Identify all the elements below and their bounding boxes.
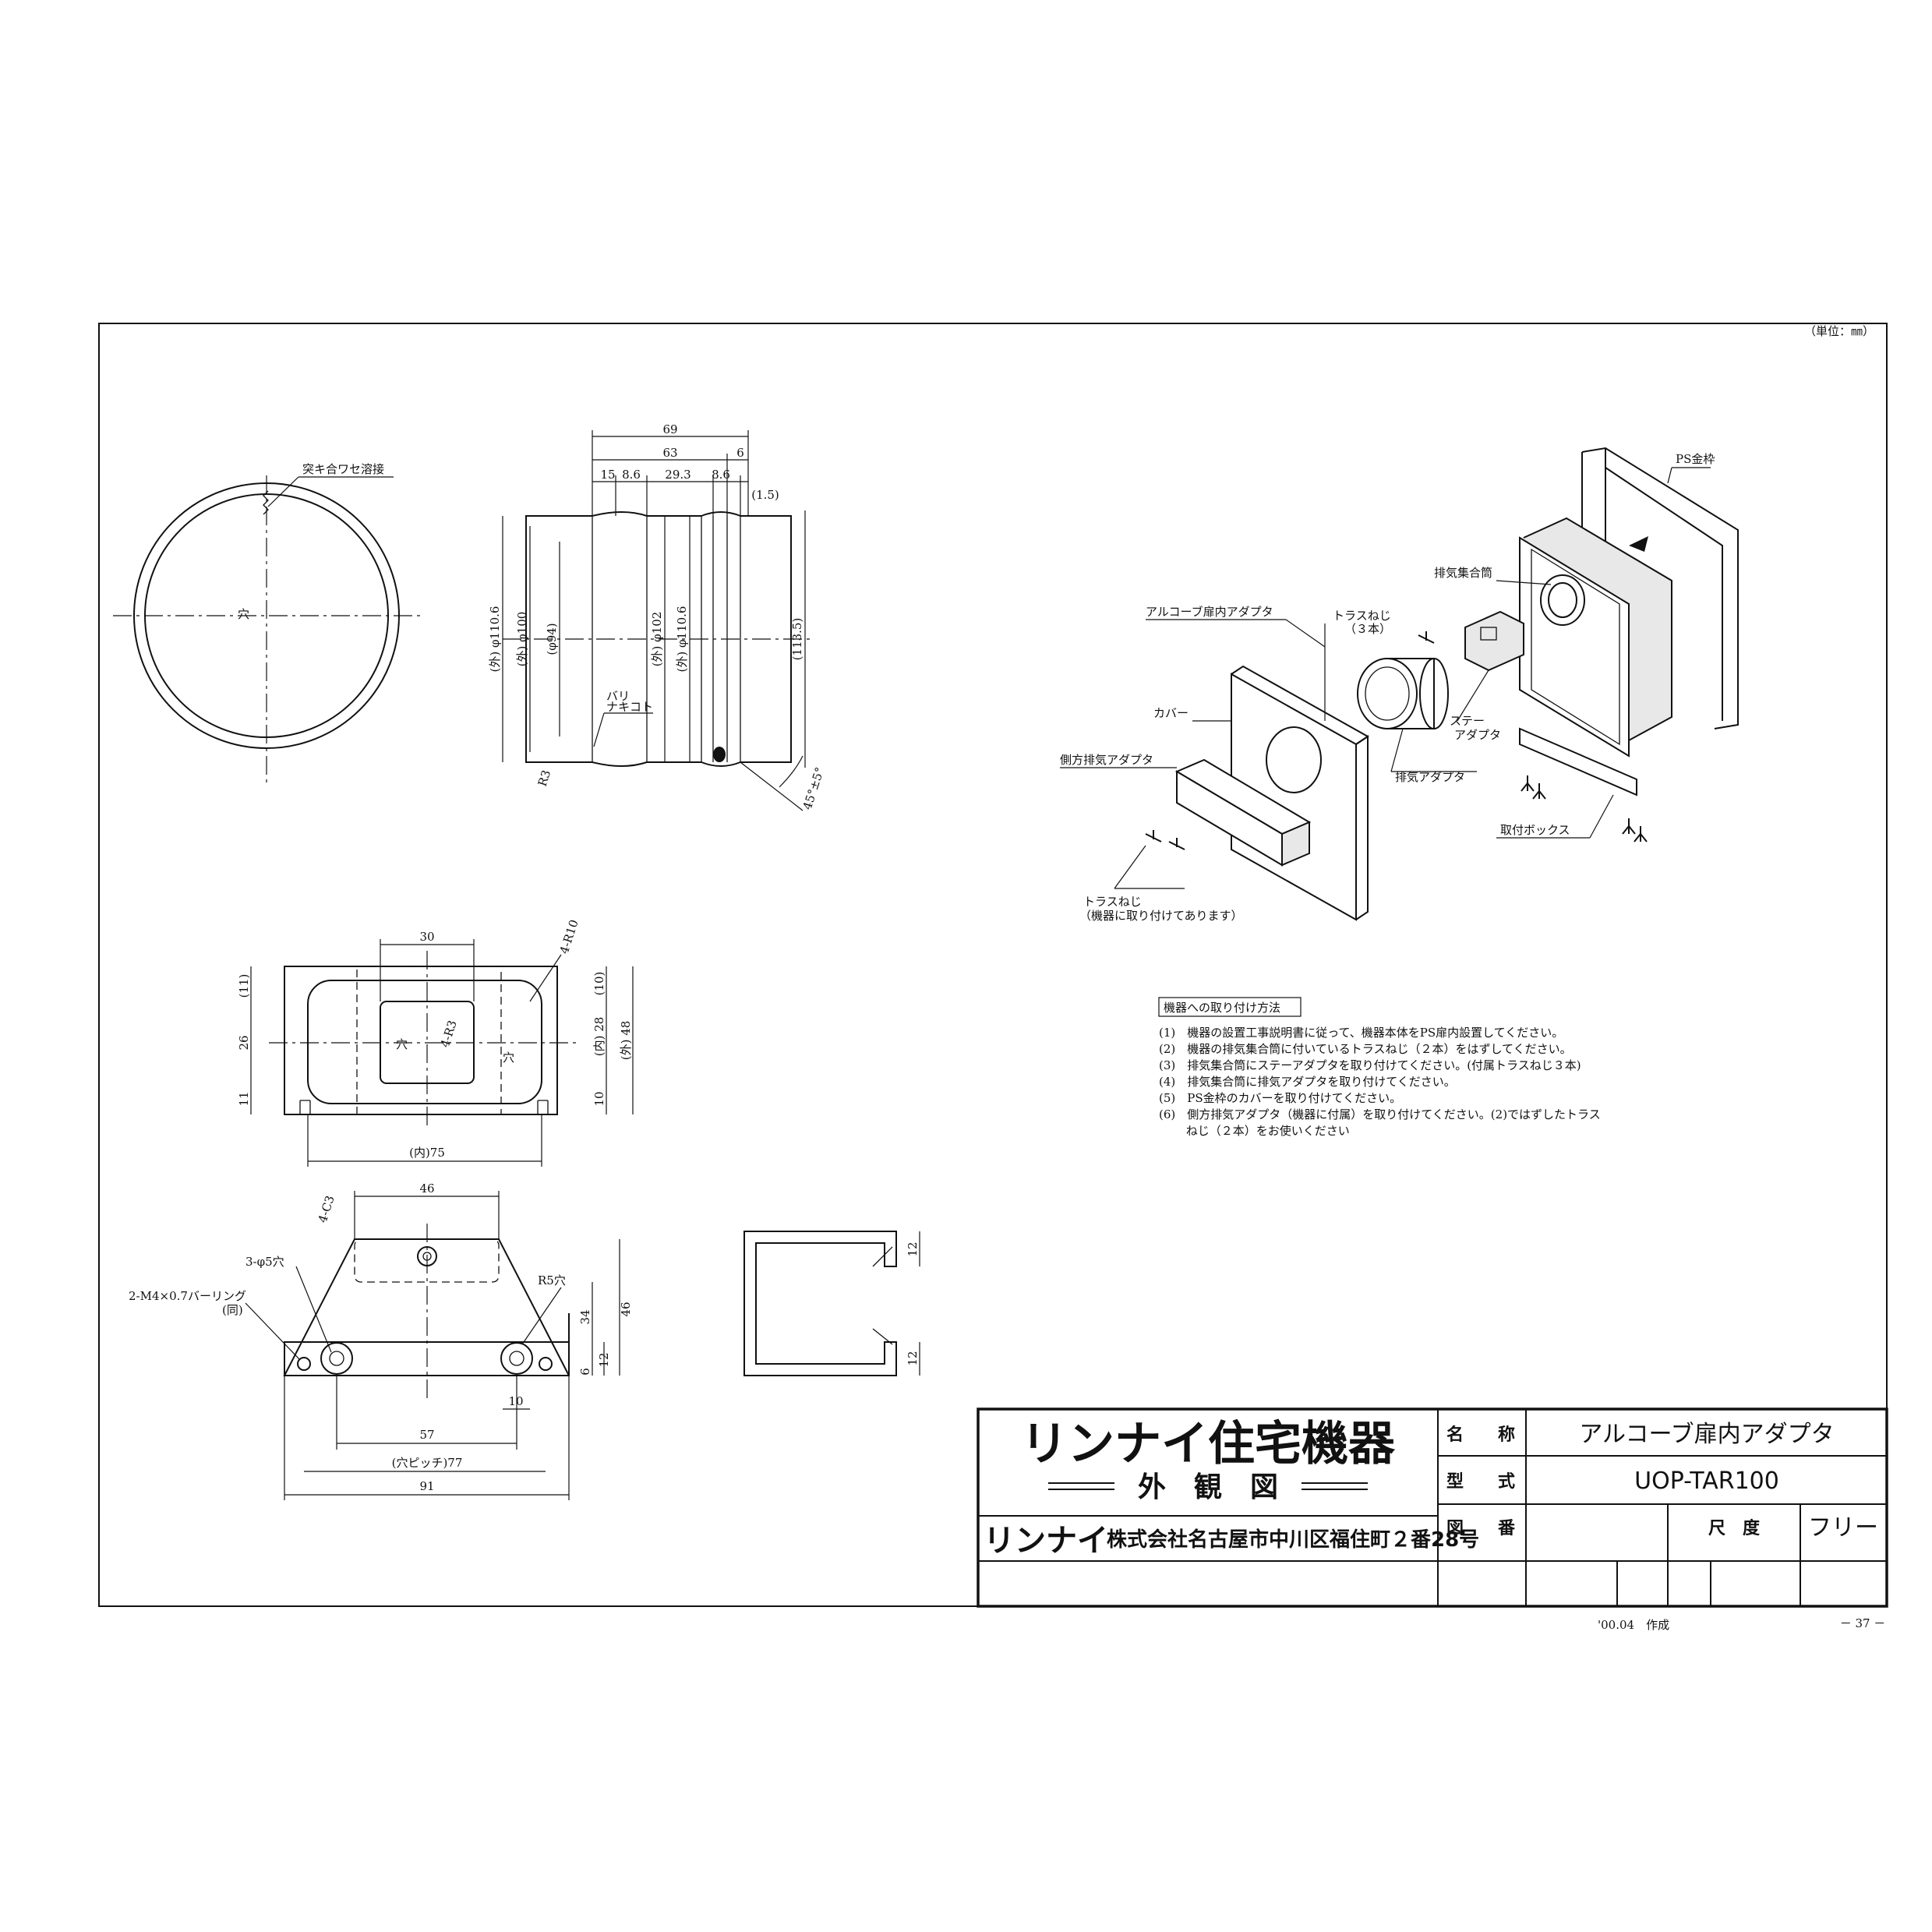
instruction-step-5: (5) PS金枠のカバーを取り付けてください。: [1159, 1091, 1401, 1105]
ring-view: 突キ合ワセ溶接 穴: [113, 462, 421, 783]
dim-inner-75: (内)75: [409, 1146, 445, 1160]
dim-10-paren: (10): [592, 972, 606, 996]
instruction-step-4: (4) 排気集合筒に排気アダプタを取り付けてください。: [1159, 1075, 1456, 1089]
bracket-bottom-view: 46 4-C3 3-φ5穴 2-M4×0.7バーリング (同) R5穴 34 4…: [129, 1181, 633, 1500]
ring-hole-label: 穴: [238, 607, 249, 621]
dim-8-6b: 8.6: [712, 468, 730, 482]
instructions-block: 機器への取り付け方法 (1) 機器の設置工事説明書に従って、機器本体をPS扉内設…: [1158, 997, 1601, 1138]
dim-dia-94: (φ94): [545, 623, 559, 655]
dim-12-top: 12: [906, 1241, 920, 1256]
label-truss-screw: トラスねじ: [1083, 895, 1142, 909]
instruction-step-1: (1) 機器の設置工事説明書に従って、機器本体をPS扉内設置してください。: [1159, 1026, 1563, 1040]
label-side-exhaust-adapter: 側方排気アダプタ: [1060, 753, 1153, 767]
dim-burring: 2-M4×0.7バーリング: [129, 1289, 246, 1303]
dim-46-top: 46: [419, 1181, 434, 1196]
label-model: 型 式: [1446, 1472, 1515, 1492]
dim-3-phi5: 3-φ5穴: [245, 1255, 284, 1269]
dim-12: 12: [597, 1352, 611, 1367]
instruction-step-3: (3) 排気集合筒にステーアダプタを取り付けてください。(付属トラスねじ３本): [1159, 1058, 1581, 1072]
value-name: アルコーブ扉内アダプタ: [1579, 1421, 1834, 1448]
dim-113-5: (113.5): [790, 618, 804, 661]
dim-r3: R3: [535, 768, 554, 788]
sheet-border: [98, 323, 1888, 1607]
dim-29-3: 29.3: [665, 468, 691, 482]
dim-dia-102: (外) φ102: [650, 612, 664, 667]
dim-91: 91: [419, 1479, 434, 1493]
brand-title: リンナイ住宅機器: [1021, 1417, 1396, 1471]
dim-6: 6: [736, 446, 744, 460]
dim-34: 34: [578, 1309, 592, 1324]
instruction-step-2: (2) 機器の排気集合筒に付いているトラスねじ（２本）をはずしてください。: [1159, 1042, 1572, 1056]
dim-30: 30: [419, 930, 434, 944]
dim-11: 11: [237, 1091, 251, 1106]
dim-15: 15: [600, 468, 615, 482]
company-address: 株式会社名古屋市中川区福住町２番28号: [1107, 1528, 1479, 1552]
bracket-hole-2: 穴: [503, 1051, 514, 1065]
footer-date: '00.04 作成: [1598, 1618, 1669, 1632]
dim-dia-100: (外) φ100: [515, 612, 529, 667]
dim-outer-48: (外) 48: [619, 1021, 633, 1061]
footer-page: － 37 －: [1840, 1616, 1886, 1630]
label-stay: ステー: [1450, 714, 1485, 728]
dim-4-r3: 4-R3: [438, 1019, 460, 1049]
weld-label: 突キ合ワセ溶接: [302, 462, 384, 476]
dim-4-r10: 4-R10: [557, 918, 581, 955]
dim-pitch-77: (穴ピッチ)77: [392, 1456, 463, 1470]
dim-46-side: 46: [619, 1302, 633, 1316]
dim-dia-110-6-b: (外) φ110.6: [675, 606, 689, 673]
instruction-step-6: (6) 側方排気アダプタ（機器に付属）を取り付けてください。(2)ではずしたトラ…: [1159, 1107, 1601, 1121]
dim-1-5: (1.5): [751, 488, 779, 502]
dim-inner-28: (内) 28: [592, 1017, 606, 1057]
dim-69: 69: [662, 422, 677, 436]
label-ps-frame: PS金枠: [1676, 452, 1715, 466]
dim-26: 26: [237, 1035, 251, 1050]
burr-note: ナキコト: [606, 700, 653, 714]
instruction-step-6-cont: ねじ（２本）をお使いください: [1159, 1124, 1350, 1138]
dim-dia-110-6-a: (外) φ110.6: [488, 606, 502, 673]
bracket-top-view: 穴 穴 30 4-R10 4-R3 (11) 26 11 (10) (内) 28…: [237, 918, 634, 1167]
label-stay-adapter: アダプタ: [1454, 728, 1501, 742]
label-name: 名 称: [1446, 1425, 1515, 1445]
value-scale: フリー: [1808, 1514, 1878, 1542]
dim-6: 6: [578, 1368, 592, 1376]
label-truss-screw-3-count: （３本）: [1344, 622, 1391, 636]
label-mount-box: 取付ボックス: [1500, 823, 1570, 837]
dim-12-bottom: 12: [906, 1351, 920, 1365]
exploded-assembly: PS金枠 排気集合筒 アルコーブ扉内アダプタ トラスねじ （３本） カバー ステ…: [1060, 447, 1739, 923]
label-cover: カバー: [1153, 706, 1189, 720]
dim-r5: R5穴: [538, 1273, 566, 1287]
label-alcove-adapter: アルコーブ扉内アダプタ: [1146, 605, 1273, 619]
dim-57: 57: [419, 1428, 434, 1442]
label-exhaust-manifold: 排気集合筒: [1434, 566, 1492, 580]
title-block: リンナイ住宅機器 外 観 図 リンナイ 株式会社名古屋市中川区福住町２番28号 …: [977, 1407, 1888, 1608]
label-truss-note: （機器に取り付けてあります）: [1079, 909, 1243, 923]
unit-note: （単位：㎜）: [1804, 324, 1874, 338]
label-truss-screw-3: トラスねじ: [1333, 609, 1391, 623]
dim-10-bottom: 10: [508, 1394, 523, 1408]
instructions-title: 機器への取り付け方法: [1164, 1001, 1280, 1015]
label-scale: 尺 度: [1708, 1518, 1761, 1538]
dim-same: (同): [222, 1303, 243, 1317]
label-exhaust-adapter: 排気アダプタ: [1395, 770, 1465, 784]
company-logo: リンナイ: [984, 1523, 1108, 1559]
channel-side-view: 12 12: [743, 1231, 920, 1376]
dim-10: 10: [592, 1091, 606, 1106]
bracket-hole-1: 穴: [396, 1037, 408, 1051]
dim-11-paren: (11): [237, 974, 251, 998]
value-model: UOP-TAR100: [1634, 1468, 1779, 1495]
label-drawing-no: 図 番: [1446, 1519, 1516, 1538]
dim-63: 63: [662, 446, 677, 460]
dim-8-6a: 8.6: [622, 468, 641, 482]
dim-4-c3: 4-C3: [316, 1194, 337, 1224]
drawing-type: 外 観 図: [1138, 1471, 1278, 1503]
adapter-section-view: 69 63 6 15 8.6 29.3 8.6 (1.5) (外) φ110.6…: [488, 422, 827, 811]
dim-angle: 45°±5°: [800, 765, 827, 811]
burr-label: バリ: [606, 689, 630, 703]
